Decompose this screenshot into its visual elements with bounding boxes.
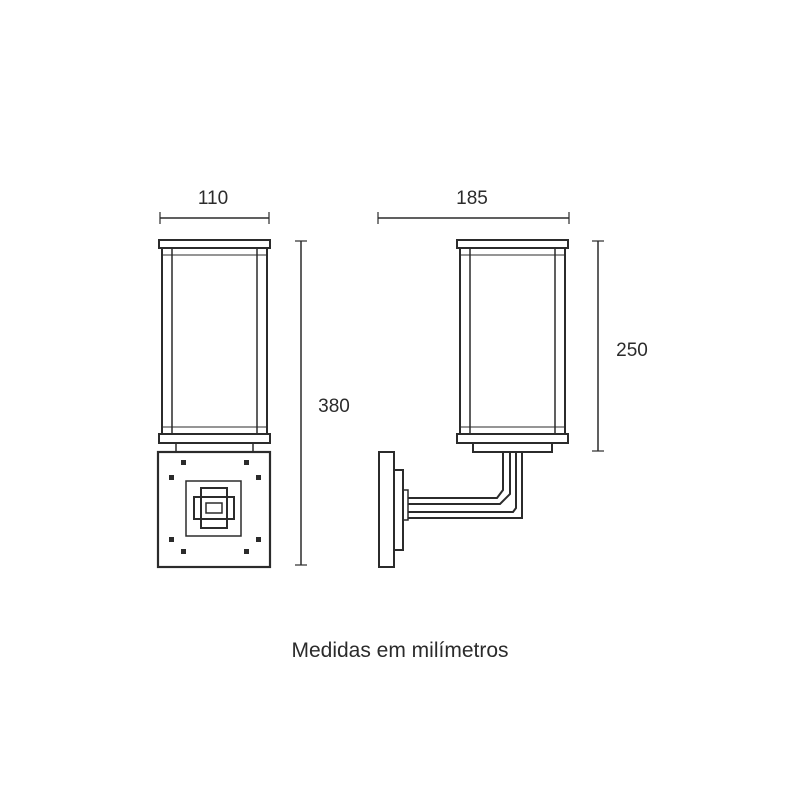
total-height-dimension: 380 [295, 240, 350, 566]
side-lantern-body [456, 239, 569, 453]
side-width-dimension: 185 [377, 188, 570, 224]
front-view: 110 [156, 188, 350, 569]
side-arm [408, 452, 523, 519]
side-width-label: 185 [456, 188, 488, 209]
arm-cross-section [193, 487, 235, 529]
side-wall-bracket [378, 451, 409, 568]
units-caption: Medidas em milímetros [291, 639, 509, 662]
front-width-dimension: 110 [159, 188, 270, 224]
front-wall-plate [156, 450, 272, 569]
front-width-label: 110 [198, 188, 228, 209]
total-height-label: 380 [318, 396, 350, 417]
lantern-height-dimension: 250 [592, 240, 648, 452]
side-view: 185 [377, 188, 648, 568]
front-lantern-body [158, 239, 271, 452]
lantern-height-label: 250 [616, 340, 648, 361]
